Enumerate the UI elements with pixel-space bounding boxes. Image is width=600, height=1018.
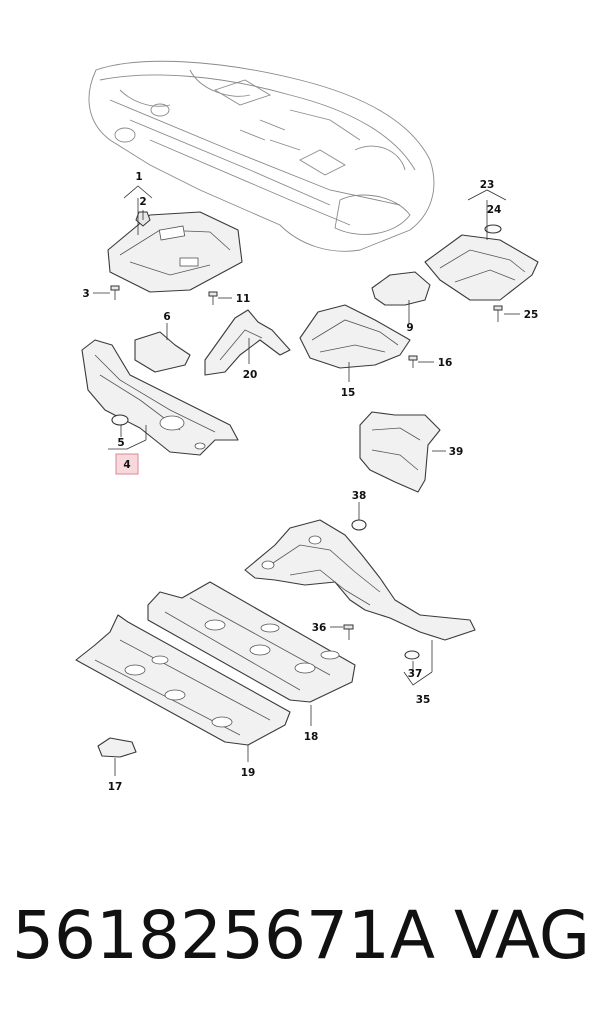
part-19-floor-panel	[75, 614, 291, 746]
part-3-screw	[110, 285, 120, 300]
part-24-washer	[484, 224, 502, 234]
part-36-screw	[343, 624, 354, 640]
callout-17: 17	[108, 781, 123, 793]
callout-16: 16	[438, 357, 453, 369]
callout-23: 23	[480, 179, 495, 191]
part-23-heat-shield	[424, 234, 539, 301]
part-11-screw	[208, 291, 218, 305]
part-20-bracket	[204, 309, 291, 376]
part-39-wheelhouse-liner	[359, 411, 441, 493]
callout-39: 39	[449, 446, 464, 458]
callout-3: 3	[82, 288, 89, 300]
part-17-cover-plate	[97, 737, 137, 758]
callout-2: 2	[139, 196, 146, 208]
part-37-washer	[404, 650, 420, 660]
callout-11: 11	[236, 293, 251, 305]
callout-37: 37	[408, 668, 423, 680]
part-38-washer	[351, 519, 367, 531]
callout-6: 6	[163, 311, 170, 323]
part-6-heat-shield	[134, 331, 191, 373]
part-1-engine-undertray	[107, 211, 243, 293]
part-9-shield	[371, 271, 431, 306]
callout-labels: 1 2 3 11 6 20 15 9 16 23 24 25 39 5 4 38…	[82, 171, 538, 793]
part-35-tunnel-shield	[244, 519, 476, 641]
callout-18: 18	[304, 731, 319, 743]
callout-19: 19	[241, 767, 256, 779]
car-underbody-outline	[88, 60, 435, 252]
part-number: 561825671A	[12, 897, 436, 974]
callout-4: 4	[123, 459, 130, 471]
callout-20: 20	[243, 369, 258, 381]
part-4-side-shield	[81, 339, 239, 456]
highlighted-callout-box	[115, 453, 139, 475]
callout-15: 15	[341, 387, 356, 399]
part-15-underbody-panel	[299, 304, 411, 369]
callout-35: 35	[416, 694, 431, 706]
part-18-floor-panel	[147, 581, 356, 703]
callout-25: 25	[524, 309, 539, 321]
callout-1: 1	[135, 171, 142, 183]
leader-lines	[93, 185, 520, 776]
brand-name: VAG	[454, 897, 591, 974]
part-25-screw	[493, 305, 503, 322]
part-5-washer	[111, 414, 129, 426]
exploded-parts-diagram: 1 2 3 11 6 20 15 9 16 23 24 25 39 5 4 38…	[75, 60, 539, 793]
callout-24: 24	[487, 204, 502, 216]
callout-36: 36	[312, 622, 327, 634]
callout-9: 9	[406, 322, 413, 334]
callout-5: 5	[117, 437, 124, 449]
callout-38: 38	[352, 490, 367, 502]
part-16-screw	[408, 355, 418, 368]
